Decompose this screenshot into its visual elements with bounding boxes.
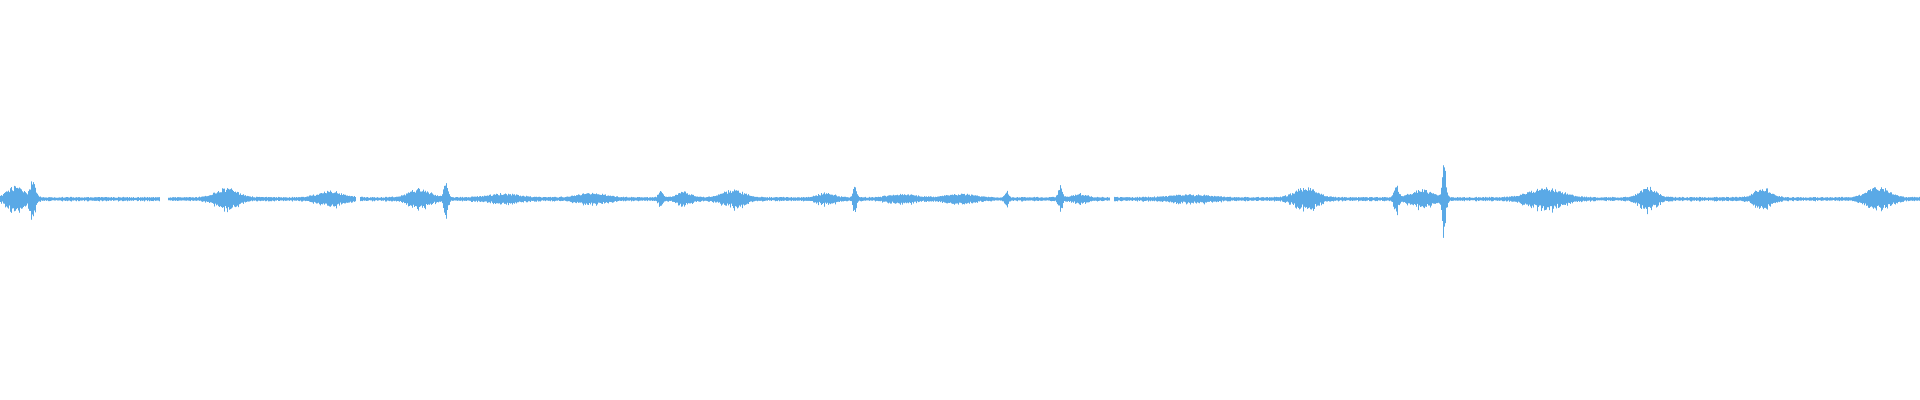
waveform-trace	[0, 165, 1920, 238]
waveform-path	[0, 165, 1920, 238]
